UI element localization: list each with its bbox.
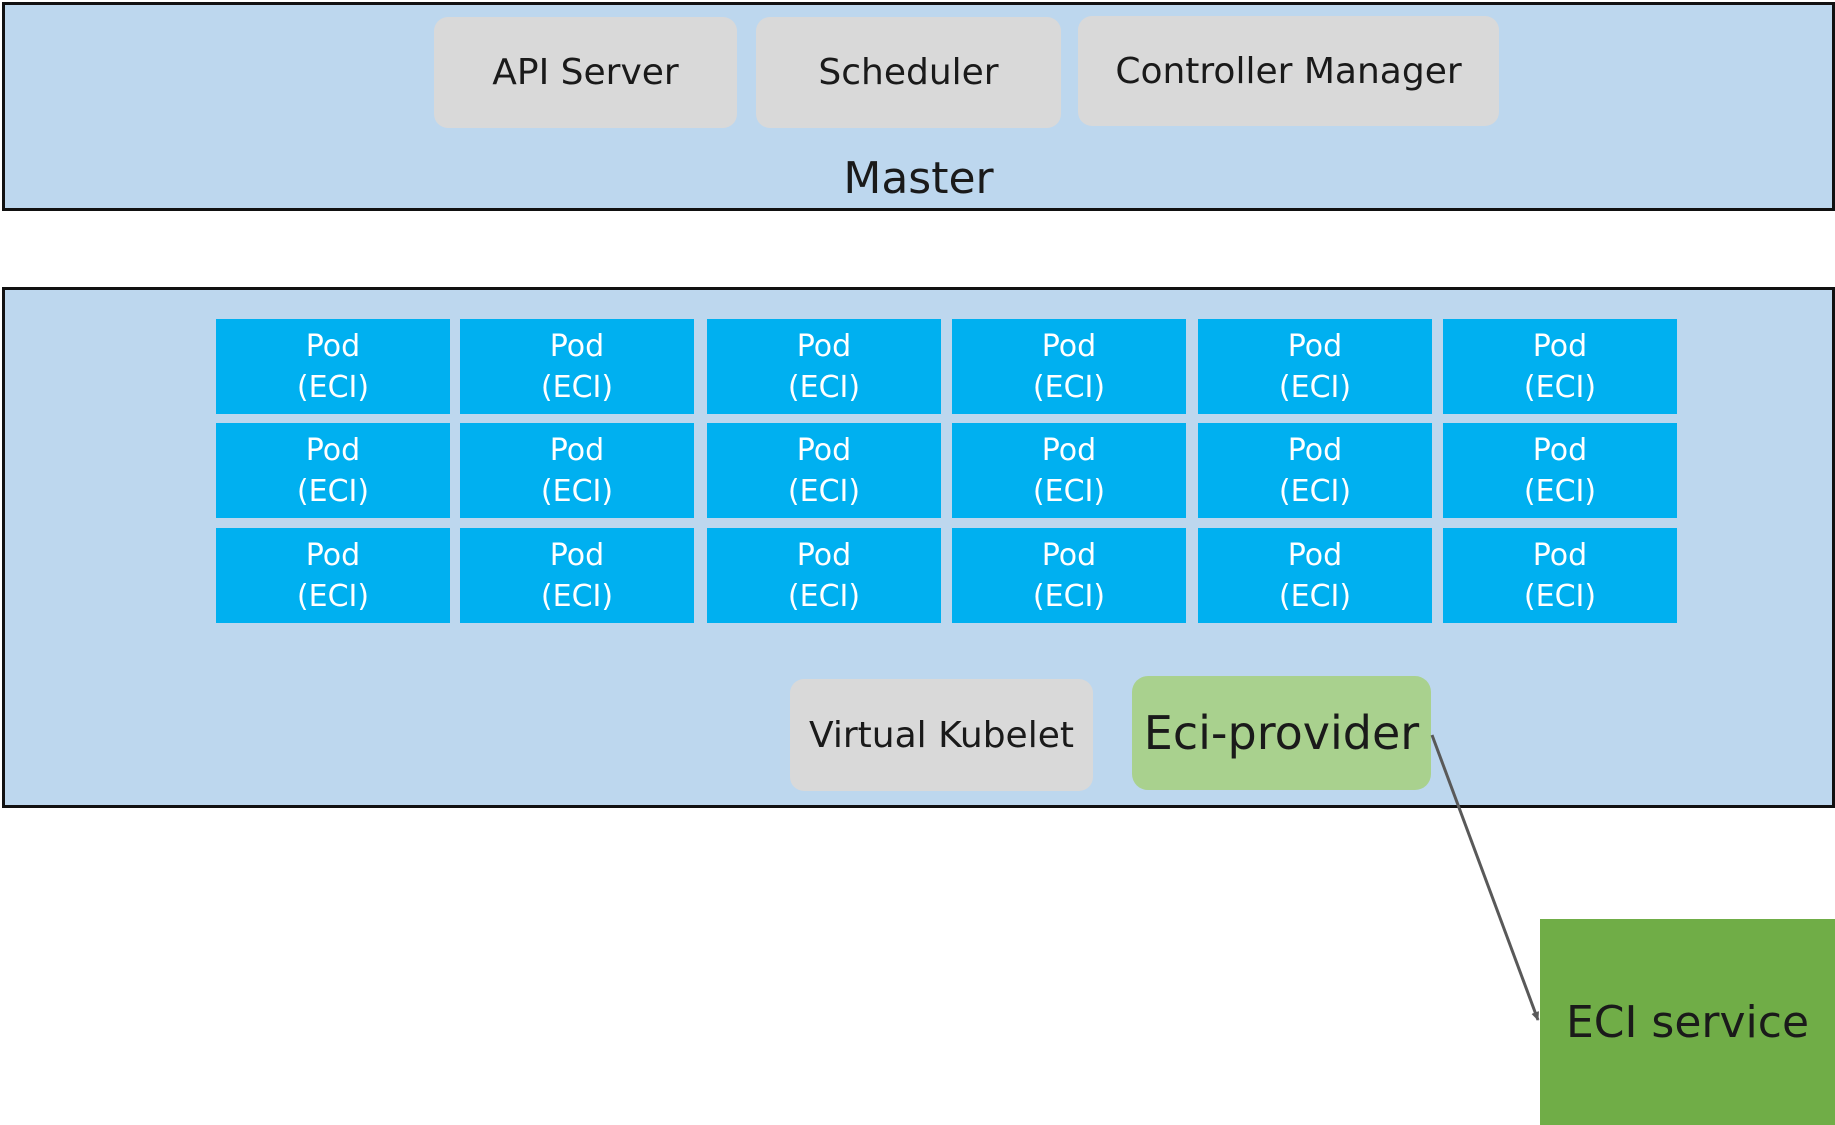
virtual-kubelet-label: Virtual Kubelet bbox=[809, 714, 1074, 756]
pod-label: Pod bbox=[305, 432, 361, 468]
pod-label: Pod bbox=[305, 328, 361, 364]
pod-sublabel: (ECI) bbox=[540, 369, 614, 405]
pod-box: Pod (ECI) bbox=[1198, 319, 1432, 414]
pod-box: Pod (ECI) bbox=[460, 423, 694, 518]
pod-label: Pod bbox=[549, 328, 605, 364]
pod-label: Pod bbox=[1287, 537, 1343, 573]
scheduler-label: Scheduler bbox=[818, 52, 999, 93]
pod-box: Pod (ECI) bbox=[707, 423, 941, 518]
pod-label: Pod bbox=[1532, 328, 1588, 364]
pod-sublabel: (ECI) bbox=[1523, 578, 1597, 614]
scheduler-box: Scheduler bbox=[756, 17, 1061, 128]
pod-box: Pod (ECI) bbox=[952, 528, 1186, 623]
pod-sublabel: (ECI) bbox=[787, 369, 861, 405]
pod-label: Pod bbox=[796, 537, 852, 573]
eci-provider-box: Eci-provider bbox=[1132, 676, 1431, 790]
virtual-node-panel: Pod (ECI) Pod (ECI) Pod (ECI) Pod (ECI) Pod (ECI)… bbox=[2, 287, 1835, 808]
pod-label: Pod bbox=[1041, 432, 1097, 468]
pod-box: Pod (ECI) bbox=[707, 528, 941, 623]
pod-sublabel: (ECI) bbox=[296, 578, 370, 614]
pod-sublabel: (ECI) bbox=[540, 473, 614, 509]
eci-service-label: ECI service bbox=[1565, 996, 1810, 1048]
api-server-box: API Server bbox=[434, 17, 737, 128]
pod-sublabel: (ECI) bbox=[1278, 369, 1352, 405]
master-panel: API Server Scheduler Controller Manager … bbox=[2, 2, 1835, 211]
pod-box: Pod (ECI) bbox=[216, 528, 450, 623]
pod-label: Pod bbox=[1041, 537, 1097, 573]
pod-label: Pod bbox=[1532, 537, 1588, 573]
pod-sublabel: (ECI) bbox=[1032, 578, 1106, 614]
pod-box: Pod (ECI) bbox=[952, 319, 1186, 414]
pod-sublabel: (ECI) bbox=[1278, 473, 1352, 509]
pod-label: Pod bbox=[796, 432, 852, 468]
controller-manager-label: Controller Manager bbox=[1115, 50, 1462, 92]
api-server-label: API Server bbox=[492, 52, 679, 93]
virtual-kubelet-box: Virtual Kubelet bbox=[790, 679, 1093, 791]
pod-box: Pod (ECI) bbox=[460, 319, 694, 414]
pod-sublabel: (ECI) bbox=[1032, 473, 1106, 509]
pod-label: Pod bbox=[1532, 432, 1588, 468]
pod-sublabel: (ECI) bbox=[1523, 369, 1597, 405]
pod-sublabel: (ECI) bbox=[1032, 369, 1106, 405]
pod-box: Pod (ECI) bbox=[1198, 528, 1432, 623]
eci-service-box: ECI service bbox=[1540, 919, 1835, 1125]
pod-label: Pod bbox=[549, 537, 605, 573]
pod-box: Pod (ECI) bbox=[216, 319, 450, 414]
pod-box: Pod (ECI) bbox=[707, 319, 941, 414]
pod-label: Pod bbox=[549, 432, 605, 468]
pod-label: Pod bbox=[1287, 328, 1343, 364]
pod-sublabel: (ECI) bbox=[1278, 578, 1352, 614]
pod-label: Pod bbox=[796, 328, 852, 364]
pod-label: Pod bbox=[1041, 328, 1097, 364]
eci-provider-label: Eci-provider bbox=[1143, 706, 1420, 760]
pod-box: Pod (ECI) bbox=[1198, 423, 1432, 518]
master-label: Master bbox=[843, 153, 994, 204]
pod-sublabel: (ECI) bbox=[787, 578, 861, 614]
pod-label: Pod bbox=[1287, 432, 1343, 468]
pod-box: Pod (ECI) bbox=[460, 528, 694, 623]
controller-manager-box: Controller Manager bbox=[1078, 16, 1499, 126]
pod-sublabel: (ECI) bbox=[296, 473, 370, 509]
pod-box: Pod (ECI) bbox=[1443, 319, 1677, 414]
pod-box: Pod (ECI) bbox=[1443, 423, 1677, 518]
pod-sublabel: (ECI) bbox=[540, 578, 614, 614]
pod-sublabel: (ECI) bbox=[787, 473, 861, 509]
pod-box: Pod (ECI) bbox=[952, 423, 1186, 518]
pod-sublabel: (ECI) bbox=[296, 369, 370, 405]
pod-label: Pod bbox=[305, 537, 361, 573]
pod-box: Pod (ECI) bbox=[1443, 528, 1677, 623]
pod-box: Pod (ECI) bbox=[216, 423, 450, 518]
pod-sublabel: (ECI) bbox=[1523, 473, 1597, 509]
